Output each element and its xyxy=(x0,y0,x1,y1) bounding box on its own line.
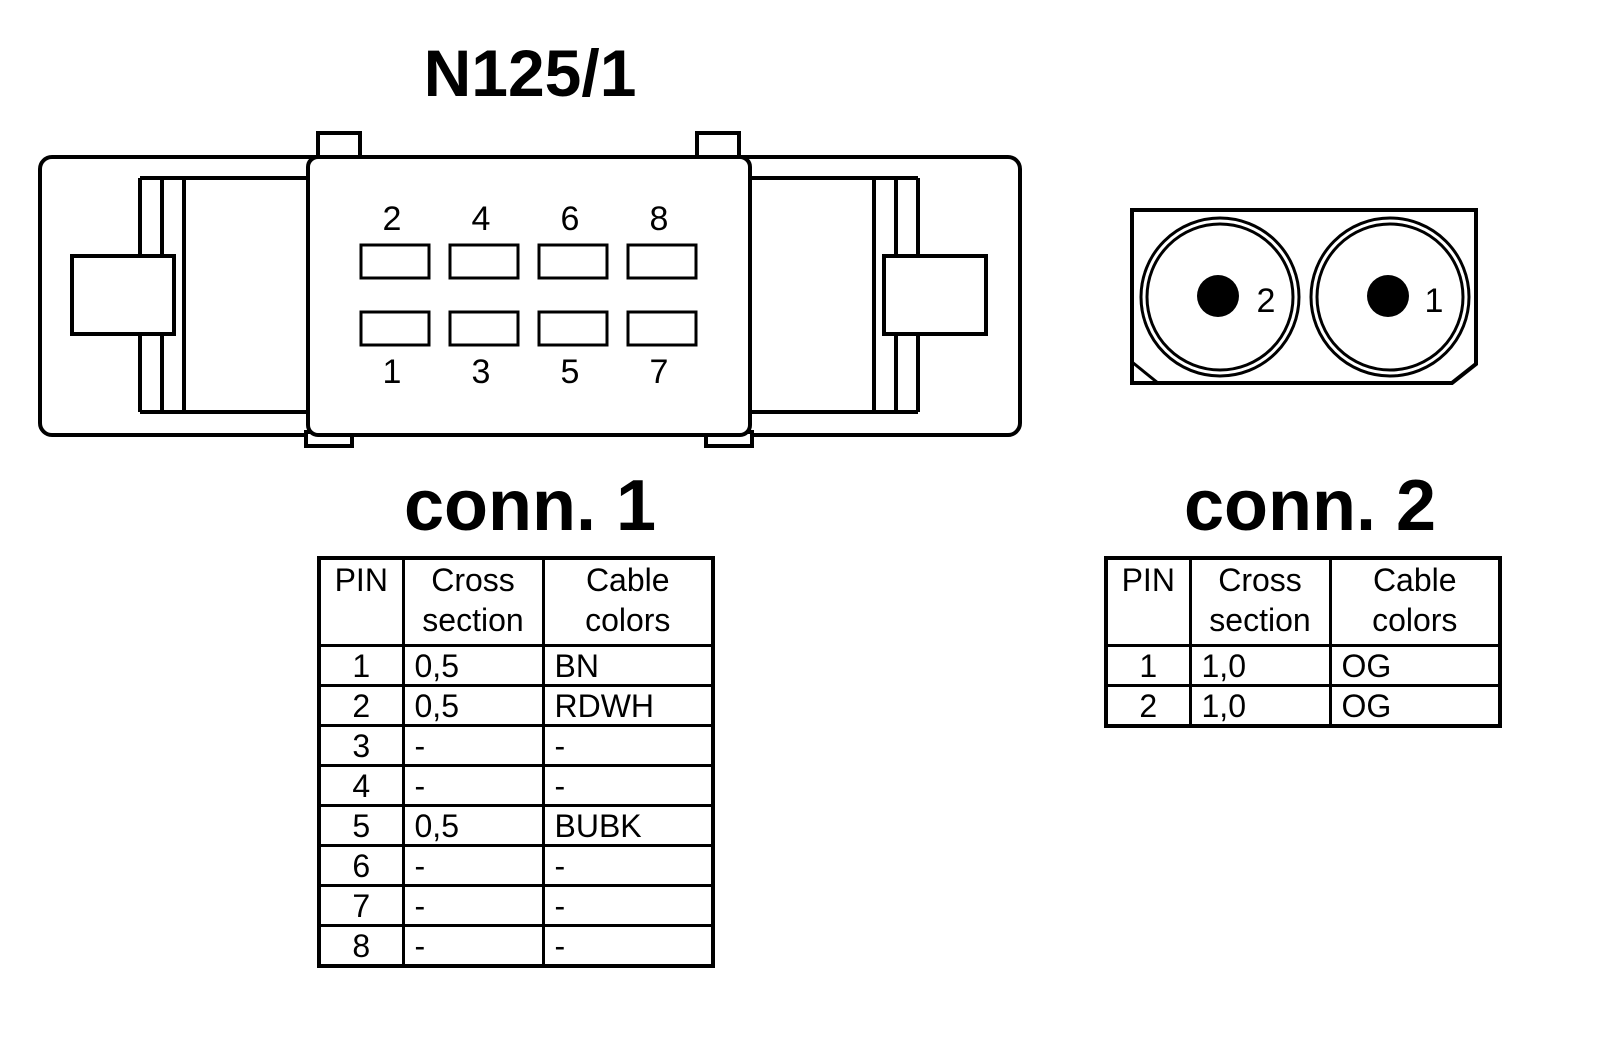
cross-section-cell: - xyxy=(401,724,545,767)
cross-section-cell: - xyxy=(401,884,545,927)
conn1-pin-label: 2 xyxy=(382,200,402,238)
cable-color-cell: OG xyxy=(1328,684,1502,728)
conn2-pin-label: 1 xyxy=(1424,282,1444,320)
pin-cell: 2 xyxy=(317,684,405,727)
conn2-housing xyxy=(1130,208,1478,385)
conn1-pin-label: 1 xyxy=(382,353,402,391)
conn2-contact-1 xyxy=(1367,275,1409,317)
conn1-pin-slots-top xyxy=(359,243,698,280)
cable-color-cell: - xyxy=(541,764,715,807)
conn1-housing xyxy=(38,131,1022,448)
cable-color-cell: BN xyxy=(541,644,715,687)
pin-cell: 6 xyxy=(317,844,405,887)
table-row: 5 0,5 BUBK xyxy=(317,804,715,847)
conn2-title: conn. 2 xyxy=(1183,466,1437,546)
table-header-row: PIN Cross section Cable colors xyxy=(317,556,715,647)
table-row: 8 - - xyxy=(317,924,715,968)
cable-color-cell: - xyxy=(541,884,715,927)
header-cable-colors: Cable colors xyxy=(541,556,715,647)
table-row: 1 0,5 BN xyxy=(317,644,715,687)
header-pin: PIN xyxy=(317,556,405,647)
table-row: 1 1,0 OG xyxy=(1104,644,1502,687)
pin-cell: 5 xyxy=(317,804,405,847)
cross-section-cell: - xyxy=(401,764,545,807)
cross-section-cell: 1,0 xyxy=(1188,644,1332,687)
table-row: 4 - - xyxy=(317,764,715,807)
conn2-contact-2 xyxy=(1197,275,1239,317)
conn1-pin-label: 3 xyxy=(471,353,491,391)
cable-color-cell: BUBK xyxy=(541,804,715,847)
cable-color-cell: RDWH xyxy=(541,684,715,727)
header-cross-section: Cross section xyxy=(401,556,545,647)
pin-cell: 8 xyxy=(317,924,405,968)
cross-section-cell: 0,5 xyxy=(401,684,545,727)
conn1-pin-label: 8 xyxy=(649,200,669,238)
cross-section-cell: 0,5 xyxy=(401,804,545,847)
cross-section-cell: - xyxy=(401,844,545,887)
cross-section-cell: 1,0 xyxy=(1188,684,1332,728)
diagram-title: N125/1 xyxy=(423,36,637,110)
cable-color-cell: - xyxy=(541,924,715,968)
table-row: 6 - - xyxy=(317,844,715,887)
conn1-pin-slots-bottom xyxy=(359,310,698,347)
conn1-pin-label: 7 xyxy=(649,353,669,391)
pin-cell: 1 xyxy=(1104,644,1192,687)
conn1-pin-table: PIN Cross section Cable colors 1 0,5 BN … xyxy=(317,556,715,968)
table-header-row: PIN Cross section Cable colors xyxy=(1104,556,1502,647)
header-cross-section: Cross section xyxy=(1188,556,1332,647)
table-row: 2 0,5 RDWH xyxy=(317,684,715,727)
pin-cell: 7 xyxy=(317,884,405,927)
table-row: 3 - - xyxy=(317,724,715,767)
table-row: 7 - - xyxy=(317,884,715,927)
pin-cell: 3 xyxy=(317,724,405,767)
pin-cell: 1 xyxy=(317,644,405,687)
pin-cell: 2 xyxy=(1104,684,1192,728)
conn1-title: conn. 1 xyxy=(403,466,657,546)
conn2-pin-label: 2 xyxy=(1256,282,1276,320)
cable-color-cell: OG xyxy=(1328,644,1502,687)
header-pin: PIN xyxy=(1104,556,1192,647)
table-row: 2 1,0 OG xyxy=(1104,684,1502,728)
cross-section-cell: 0,5 xyxy=(401,644,545,687)
pin-cell: 4 xyxy=(317,764,405,807)
conn1-pin-label: 5 xyxy=(560,353,580,391)
cable-color-cell: - xyxy=(541,724,715,767)
conn1-pin-label: 4 xyxy=(471,200,491,238)
conn2-pin-table: PIN Cross section Cable colors 1 1,0 OG … xyxy=(1104,556,1502,728)
header-cable-colors: Cable colors xyxy=(1328,556,1502,647)
cable-color-cell: - xyxy=(541,844,715,887)
cross-section-cell: - xyxy=(401,924,545,968)
conn1-pin-label: 6 xyxy=(560,200,580,238)
